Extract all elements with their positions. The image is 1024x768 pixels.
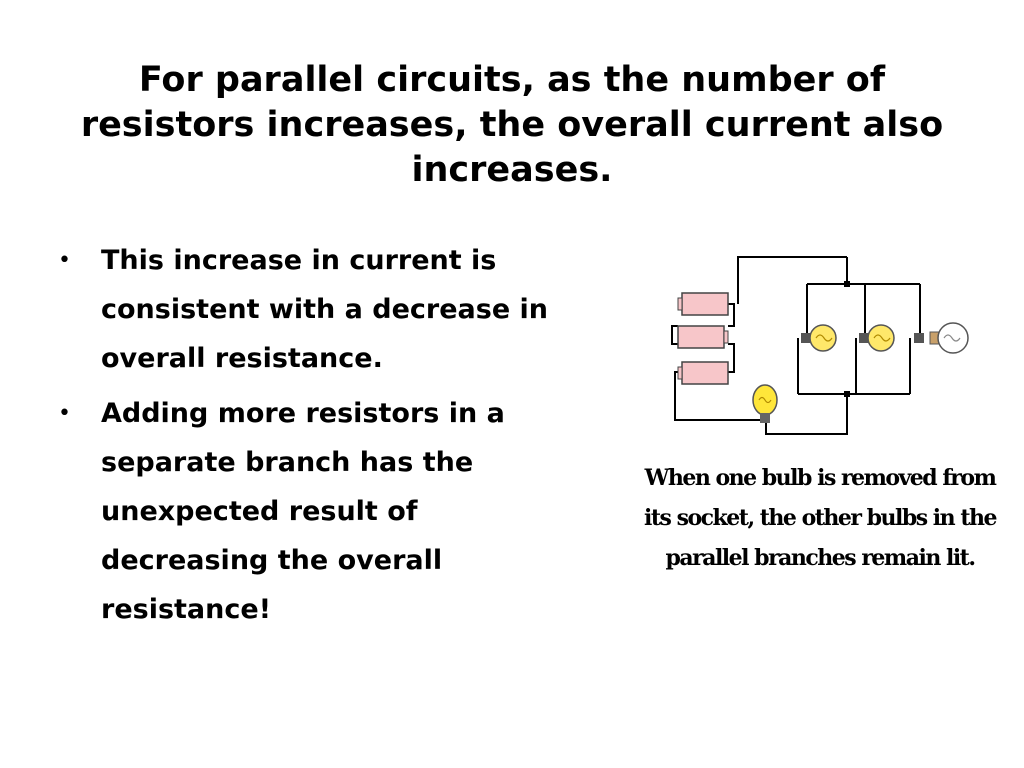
bullet-item: • Adding more resistors in a separate br… — [58, 389, 578, 634]
bullet-text: Adding more resistors in a separate bran… — [101, 398, 505, 625]
lit-bulb-icon — [859, 324, 895, 352]
wire-junctions — [844, 281, 850, 397]
removed-bulb-icon — [914, 322, 969, 354]
lit-bulb-icon — [801, 324, 837, 352]
bullet-marker: • — [58, 248, 71, 273]
bullet-marker: • — [58, 401, 71, 426]
figure-caption: When one bulb is removed from its socket… — [644, 465, 997, 571]
bullet-text: This increase in current is consistent w… — [101, 245, 549, 374]
lit-bulb-icon — [752, 384, 778, 423]
slide-title: For parallel circuits, as the number of … — [80, 60, 944, 190]
bullet-item: • This increase in current is consistent… — [58, 236, 578, 383]
parallel-circuit-diagram — [671, 256, 969, 435]
circuit-wires — [671, 256, 921, 435]
bullet-list: • This increase in current is consistent… — [58, 236, 578, 640]
battery-icon — [677, 292, 729, 385]
